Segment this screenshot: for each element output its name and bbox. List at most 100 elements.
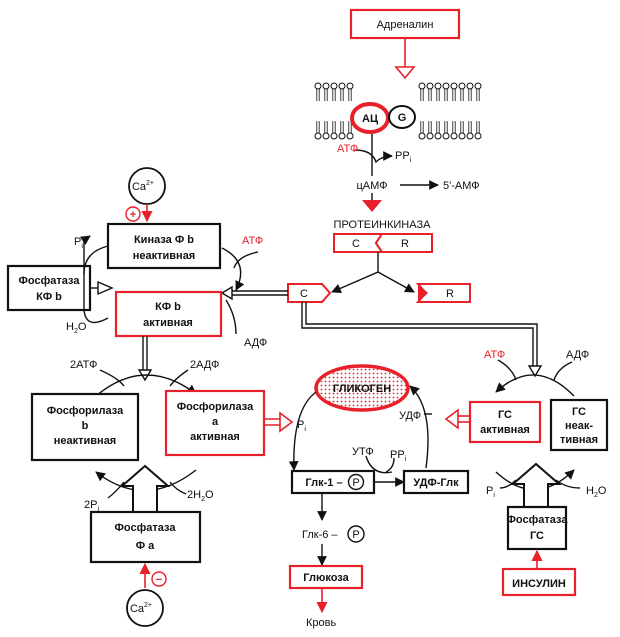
lipid-head bbox=[322, 132, 330, 140]
kinase-inactive-line1: Киназа Ф b bbox=[134, 234, 194, 246]
lipid-tail bbox=[468, 121, 472, 133]
gs-pi: Pi bbox=[486, 485, 495, 499]
calcium-bottom: Ca2+ bbox=[126, 589, 164, 627]
glycogen-label: ГЛИКОГЕН bbox=[333, 383, 391, 395]
glucose-label: Глюкоза bbox=[303, 572, 349, 584]
lipid-head bbox=[474, 82, 482, 90]
lipid-tail bbox=[340, 89, 344, 101]
lipid-head bbox=[458, 82, 466, 90]
lipid-tail bbox=[436, 121, 440, 133]
lipid-head bbox=[418, 82, 426, 90]
adrenaline-label: Адреналин bbox=[377, 19, 434, 31]
glk6-p: P bbox=[352, 529, 359, 541]
g-protein: G bbox=[388, 105, 416, 129]
pka-title: ПРОТЕИНКИНАЗА bbox=[334, 219, 432, 231]
lipid-tail bbox=[340, 121, 344, 133]
calcium-bottom-label: Ca2+ bbox=[130, 602, 152, 615]
phos-2atp: 2АТФ bbox=[70, 359, 97, 371]
lipid-tail bbox=[444, 89, 448, 101]
lipid-tail bbox=[428, 121, 432, 133]
phosphatase-fa-line1: Фосфатаза bbox=[115, 522, 177, 534]
lipid-tail bbox=[428, 89, 432, 101]
kinase-adp: АДФ bbox=[244, 337, 267, 349]
phosphatase-gs-line1: Фосфатаза bbox=[507, 514, 569, 526]
kinase-active-line2: активная bbox=[143, 317, 193, 329]
phos-2h2o: 2H2O bbox=[187, 489, 214, 503]
kinase-inactive-line2: неактивная bbox=[133, 250, 195, 262]
utp-label: УТФ bbox=[352, 446, 374, 458]
phosphatase-kf-box: Фосфатаза КФ b bbox=[6, 264, 92, 312]
pka-r-free-label: R bbox=[446, 288, 454, 300]
lipid-tail bbox=[348, 89, 352, 101]
lipid-head bbox=[338, 82, 346, 90]
calcium-top: Ca2+ bbox=[128, 167, 166, 205]
ac-label: АЦ bbox=[362, 113, 378, 125]
glk6-node: Глк-6 – P bbox=[302, 525, 365, 543]
lipid-tail bbox=[476, 121, 480, 133]
gs-active-box: ГС активная bbox=[468, 400, 542, 444]
gs-adp: АДФ bbox=[566, 349, 589, 361]
kinase-pi: Pi bbox=[74, 236, 83, 250]
glk1-box: Глк-1 – P bbox=[290, 469, 376, 495]
lipid-tail bbox=[324, 121, 328, 133]
lipid-head bbox=[474, 132, 482, 140]
lipid-head bbox=[330, 132, 338, 140]
phosphorylase-a-line1: Фосфорилаза bbox=[177, 401, 254, 413]
lipid-head bbox=[426, 132, 434, 140]
lipid-tail bbox=[420, 121, 424, 133]
receptor-arrow bbox=[394, 66, 416, 80]
lipid-head bbox=[466, 82, 474, 90]
atp-ac: АТФ bbox=[337, 143, 358, 155]
svg-text:−: − bbox=[156, 574, 162, 586]
lipid-tail bbox=[420, 89, 424, 101]
pka-r: R bbox=[401, 238, 409, 250]
amp-label: 5'-АМФ bbox=[443, 180, 480, 192]
camp-label: цАМФ bbox=[356, 180, 387, 192]
phosphorylase-a-line2: a bbox=[212, 416, 219, 428]
lipid-head bbox=[466, 132, 474, 140]
gs-atp: АТФ bbox=[484, 349, 505, 361]
ppi-ac: PPi bbox=[395, 150, 412, 164]
lipid-head bbox=[322, 82, 330, 90]
ppi-glyc: PPi bbox=[390, 449, 407, 463]
udp-glk-box: УДФ-Глк bbox=[402, 469, 470, 495]
glycogen-node: ГЛИКОГЕН bbox=[314, 364, 410, 412]
phosphorylase-b-box: Фосфорилаза b неактивная bbox=[30, 392, 140, 462]
phosphatase-fa-box: Фосфатаза Ф a bbox=[89, 510, 202, 564]
pka-c: C bbox=[352, 238, 360, 250]
kinase-inactive-box: Киназа Ф b неактивная bbox=[106, 222, 222, 270]
lipid-head bbox=[314, 82, 322, 90]
kinase-h2o: H2O bbox=[66, 321, 87, 335]
glycogen-pi: Pi bbox=[297, 419, 306, 433]
lipid-head bbox=[442, 82, 450, 90]
lipid-head bbox=[426, 82, 434, 90]
udp-glk-label: УДФ-Глк bbox=[413, 477, 459, 489]
blood-label: Кровь bbox=[306, 617, 336, 629]
lipid-tail bbox=[332, 121, 336, 133]
lipid-tail bbox=[460, 89, 464, 101]
kinase-atp: АТФ bbox=[242, 235, 263, 247]
gs-inactive-line1: ГС bbox=[572, 406, 586, 418]
gs-h2o: H2O bbox=[586, 485, 607, 499]
adrenaline-node: Адреналин bbox=[349, 8, 461, 40]
lipid-tail bbox=[452, 121, 456, 133]
minus-sign: − bbox=[151, 571, 167, 587]
glk1-label: Глк-1 – bbox=[305, 477, 342, 489]
lipid-head bbox=[450, 82, 458, 90]
phos-2adp: 2АДФ bbox=[190, 359, 219, 371]
lipid-head bbox=[338, 132, 346, 140]
lipid-head bbox=[346, 82, 354, 90]
adenylate-cyclase: АЦ bbox=[350, 102, 390, 134]
lipid-tail bbox=[332, 89, 336, 101]
camp-activation-arrow bbox=[362, 200, 382, 212]
phosphorylase-b-line3: неактивная bbox=[54, 435, 116, 447]
pka-c-free: C bbox=[287, 283, 332, 303]
lipid-tail bbox=[460, 121, 464, 133]
phosphatase-fa-line2: Ф a bbox=[136, 540, 155, 552]
gs-active-line2: активная bbox=[480, 424, 530, 436]
phosphatase-gs-box: Фосфатаза ГС bbox=[507, 505, 569, 551]
glk6-label: Глк-6 – bbox=[302, 529, 338, 541]
lipid-head bbox=[434, 82, 442, 90]
g-label: G bbox=[398, 112, 407, 124]
phosphatase-kf-line1: Фосфатаза bbox=[19, 275, 81, 287]
